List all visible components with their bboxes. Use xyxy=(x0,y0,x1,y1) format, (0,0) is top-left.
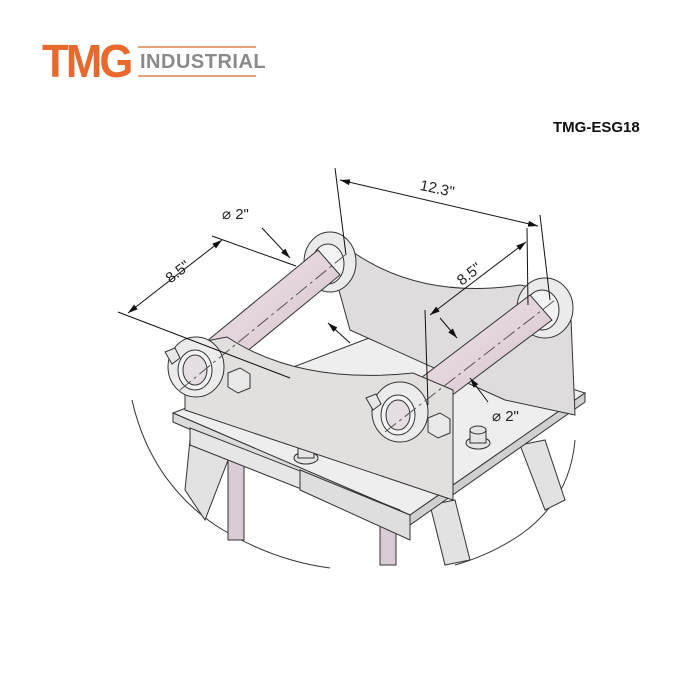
dimension-lines xyxy=(117,167,551,406)
logo-subtitle: INDUSTRIAL xyxy=(140,51,267,73)
dim-pin-diameter-right-label: ⌀ 2" xyxy=(492,408,519,425)
logo-bottom-rule xyxy=(138,75,256,77)
stand-arc-left xyxy=(131,399,331,569)
model-number: TMG-ESG18 xyxy=(553,119,640,136)
dim-pin-diameter-left-label: ⌀ 2" xyxy=(222,206,249,223)
stand-arc-right xyxy=(454,439,576,566)
front-side-plate xyxy=(184,336,454,501)
dim-length-right-label: 8.5" xyxy=(454,260,485,290)
logo-brand-text: TMG xyxy=(42,35,133,87)
pin-centerlines xyxy=(179,254,556,433)
dim-width-label: 12.3" xyxy=(418,177,455,201)
pin-end-front-right xyxy=(385,399,411,431)
pin-end-front-left xyxy=(182,354,208,386)
lock-nuts xyxy=(164,347,451,439)
logo-top-rule xyxy=(138,46,256,48)
